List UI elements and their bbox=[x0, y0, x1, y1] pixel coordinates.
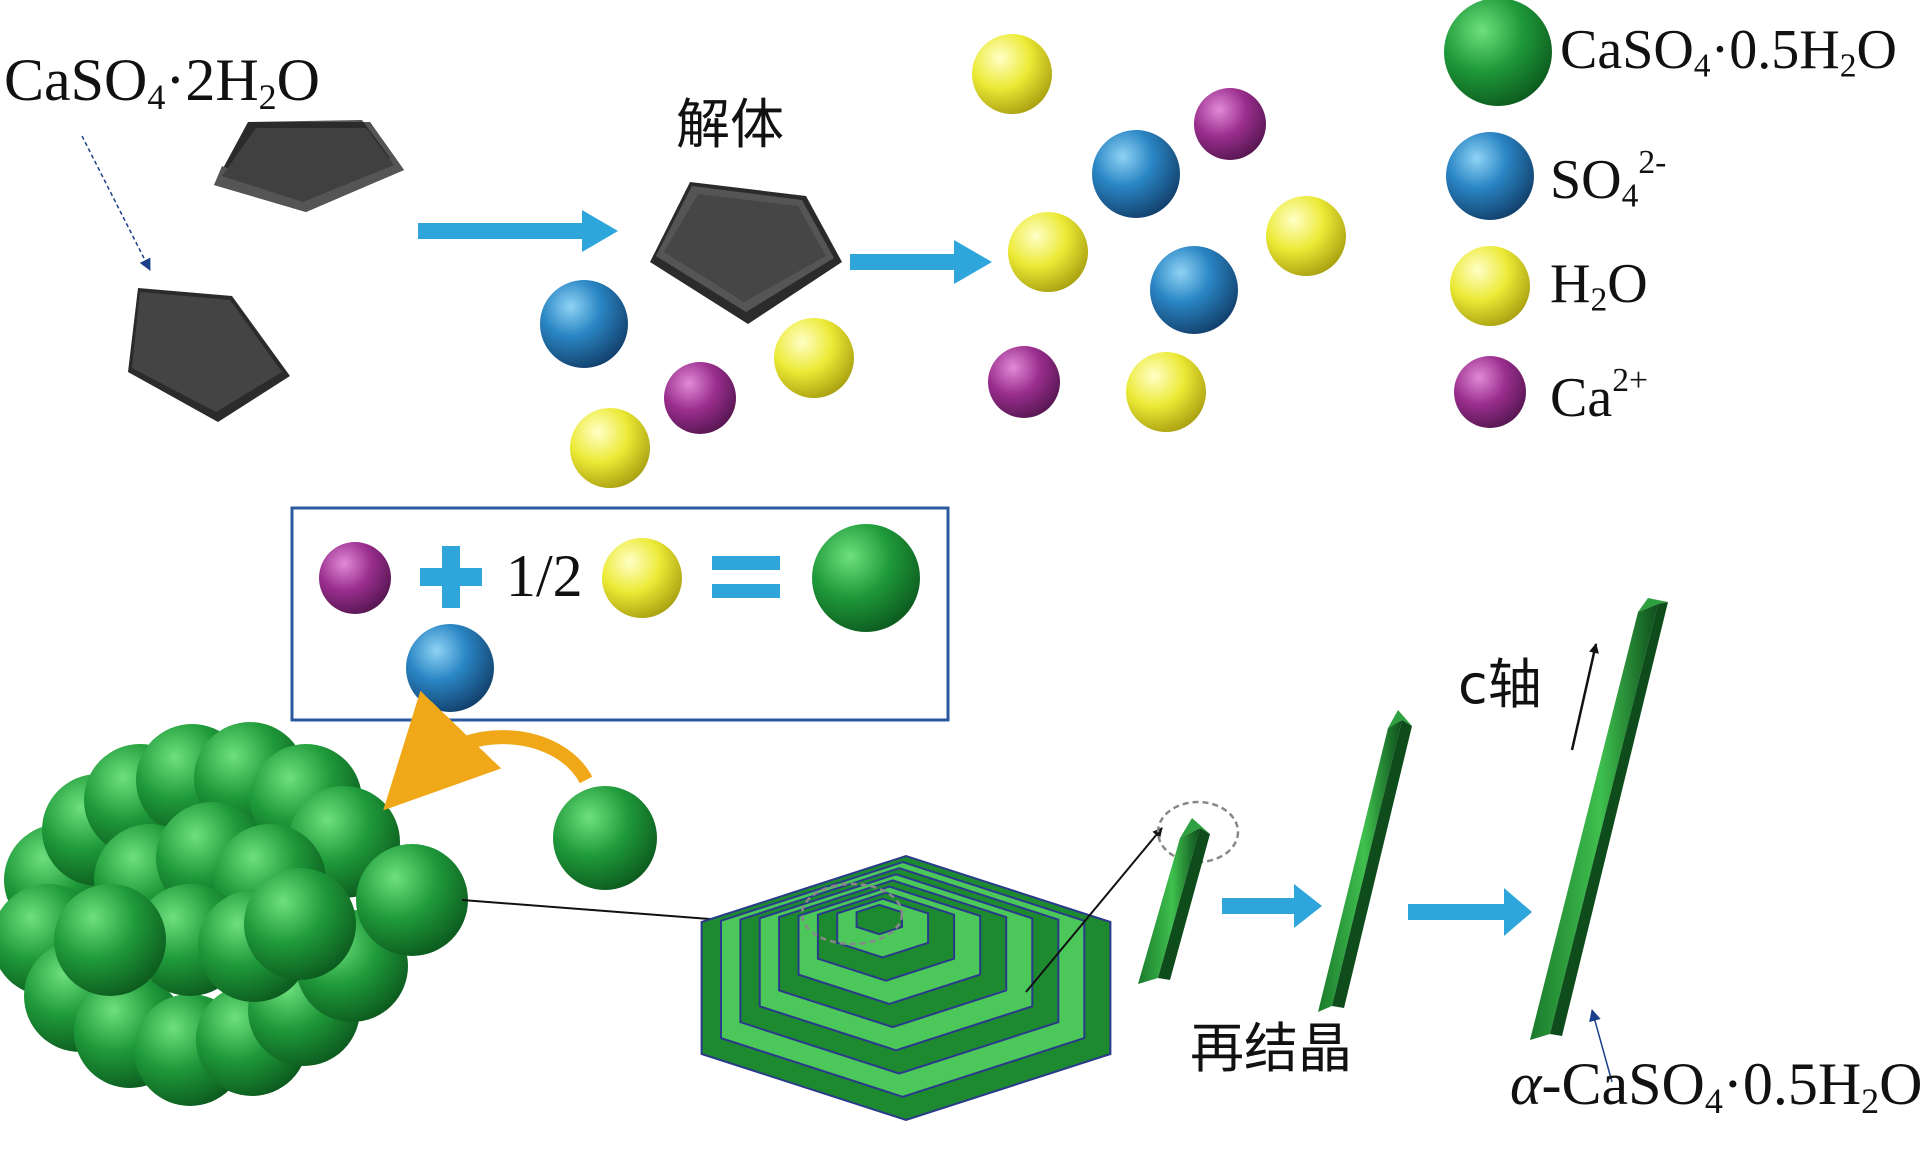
small-rod bbox=[1138, 818, 1210, 984]
water-molecule bbox=[570, 408, 650, 488]
legend-calcium-label: Ca2+ bbox=[1550, 362, 1648, 430]
ion-particles bbox=[540, 34, 1346, 488]
equation-water-molecule bbox=[602, 538, 682, 618]
calcium-ion bbox=[1194, 88, 1266, 160]
dihydrate-label: CaSO4·2H2O bbox=[4, 47, 321, 117]
calcium-ion bbox=[664, 362, 736, 434]
legend-sulfate-label: SO42- bbox=[1550, 144, 1667, 215]
legend-hemihydrate-sphere bbox=[1444, 0, 1552, 106]
sulfate-ion bbox=[1150, 246, 1238, 334]
product-pointer-arrow bbox=[1589, 1009, 1613, 1083]
water-molecule bbox=[1008, 212, 1088, 292]
hexagonal-growth-pyramid bbox=[700, 854, 1112, 1122]
water-molecule bbox=[774, 318, 854, 398]
equation-calcium-ion bbox=[319, 542, 391, 614]
equation-box bbox=[290, 506, 950, 722]
legend-hemihydrate-label: CaSO4·0.5H2O bbox=[1560, 19, 1897, 85]
pyramid-step bbox=[855, 903, 903, 936]
plus-sign bbox=[420, 546, 482, 608]
dihydrate-pointer-arrow bbox=[81, 135, 151, 271]
legend-calcium-sphere bbox=[1454, 356, 1526, 428]
legend-sulfate-sphere bbox=[1446, 132, 1534, 220]
legend-water-label: H2O bbox=[1550, 253, 1648, 319]
hemihydrate-cluster bbox=[0, 722, 468, 1106]
calcium-ion bbox=[988, 346, 1060, 418]
arrow-to-medium-rod bbox=[1222, 884, 1322, 928]
attach-arrow bbox=[383, 690, 593, 811]
cluster-sphere bbox=[244, 868, 356, 980]
medium-rod bbox=[1318, 710, 1412, 1012]
recrystallization-label: 再结晶 bbox=[1190, 1017, 1352, 1080]
cluster-sphere bbox=[356, 844, 468, 956]
disintegrating-crystal bbox=[650, 182, 842, 324]
incoming-hemihydrate bbox=[553, 786, 657, 890]
pyramid-apex-circle bbox=[800, 882, 904, 946]
cluster-sphere bbox=[54, 884, 166, 996]
equation-hemihydrate bbox=[812, 524, 920, 632]
arrow-to-ions bbox=[850, 240, 992, 284]
pyramid-to-rod-arrow bbox=[1025, 827, 1163, 993]
equation-half-label: 1/2 bbox=[506, 543, 583, 609]
water-molecule bbox=[972, 34, 1052, 114]
sulfate-ion bbox=[1092, 130, 1180, 218]
legend-water-sphere bbox=[1450, 246, 1530, 326]
long-rod bbox=[1530, 598, 1668, 1040]
sulfate-ion bbox=[540, 280, 628, 368]
alpha-product-label: α-CaSO4·0.5H2O bbox=[1510, 1051, 1923, 1121]
water-molecule bbox=[1266, 196, 1346, 276]
dihydrate-crystal-bottom bbox=[128, 288, 290, 422]
arrow-to-long-rod bbox=[1408, 888, 1532, 936]
dihydrate-crystal-top bbox=[214, 120, 404, 212]
c-axis-arrow bbox=[1570, 643, 1599, 751]
arrow-to-disintegration bbox=[418, 210, 618, 252]
disintegration-label: 解体 bbox=[676, 93, 784, 156]
water-molecule bbox=[1126, 352, 1206, 432]
equation-sulfate-ion bbox=[406, 624, 494, 712]
equals-sign bbox=[712, 556, 780, 598]
c-axis-label: c轴 bbox=[1458, 653, 1542, 716]
